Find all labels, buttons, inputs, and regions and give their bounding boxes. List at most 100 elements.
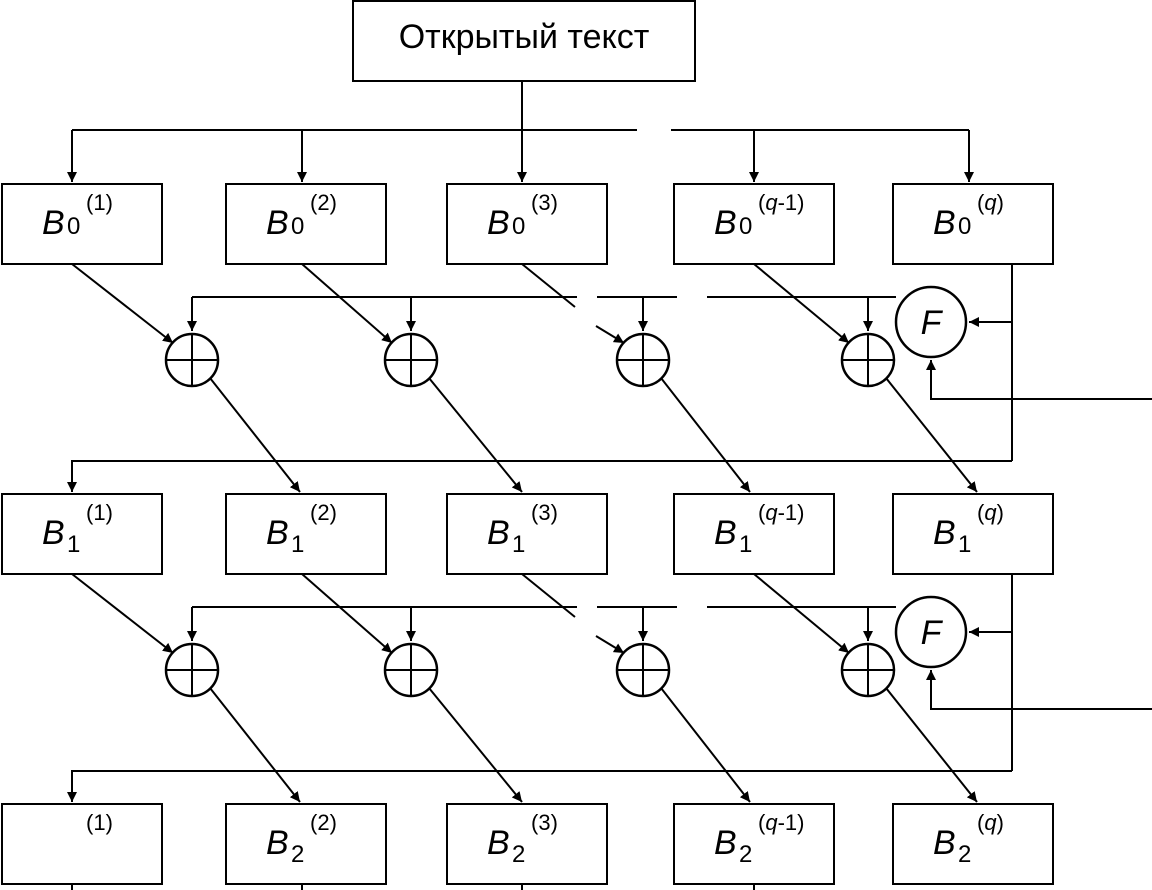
block-column-index: (q) [977,500,1004,525]
block-box [225,183,387,265]
block-column-index: (q) [977,810,1004,835]
diagonal-wire [521,263,576,308]
block-letter: B [933,824,956,862]
plaintext-label: Открытый текст [399,18,650,56]
block-column-index: (3) [531,190,558,215]
block-letter: B [266,514,289,552]
block-box [1,183,163,265]
block-round-index: 1 [67,531,80,558]
diagonal-wire [301,573,393,654]
f-function-label: F [921,614,944,652]
diagonal-wire [521,573,576,618]
block-box [892,803,1054,885]
block-letter: B [933,514,956,552]
block-column-index: (q) [977,190,1004,215]
xor-output-wire [660,687,751,803]
block-letter: B [42,204,65,242]
feedback-wire [67,770,1012,802]
block-round-index: 2 [739,841,752,868]
block-letter: B [714,514,737,552]
block-box [892,493,1054,575]
f-function-label: F [921,304,944,342]
block-letter: B [933,204,956,242]
block-column-index: (3) [531,810,558,835]
block-letter: B [42,514,65,552]
block-column-index: (q-1) [758,190,804,215]
block-letter: B [714,204,737,242]
f-function: F [894,595,968,669]
block-box [225,493,387,575]
block-box [446,183,608,265]
plaintext-bus [67,81,974,182]
block-round-index: 2 [512,841,525,868]
round-stage-2: F [67,573,1152,803]
block-column-index: (q-1) [758,500,804,525]
f-function-circle [894,595,968,669]
block-round-index: 0 [739,213,752,240]
block-column-index: (2) [310,500,337,525]
block-box [673,493,835,575]
block-box [1,493,163,575]
xor-node [840,642,896,698]
xor-output-wire [660,377,751,493]
block-column-index: (2) [310,190,337,215]
block-box [446,803,608,885]
xor-node [164,642,220,698]
block-box [673,803,835,885]
xor-node [164,332,220,388]
xor-output-wire [885,687,978,803]
block-box [673,183,835,265]
block-round-index: 0 [291,213,304,240]
f-function-circle [894,285,968,359]
feedback-wire [67,460,1012,492]
key-input-wire [926,360,1152,400]
xor-node [383,642,439,698]
block-column-index: (q-1) [758,810,804,835]
diagonal-wire [71,573,174,654]
block-round-index: 0 [512,213,525,240]
block-round-index: 1 [739,531,752,558]
block-letter: B [266,824,289,862]
block-r2-c1: (1) [1,803,163,885]
block-letter: B [266,204,289,242]
block-round-index: 1 [291,531,304,558]
xor-output-wire [885,377,978,493]
block-round-index: 0 [67,213,80,240]
block-round-index: 1 [958,531,971,558]
round-stage-1: F [67,263,1152,493]
block-letter: B [487,824,510,862]
block-column-index: (1) [86,500,113,525]
diagonal-wire [753,573,850,654]
block-column-index: (3) [531,500,558,525]
block-letter: B [714,824,737,862]
block-box [225,803,387,885]
xor-output-wire [209,687,301,803]
block-box [446,493,608,575]
xor-output-wire [428,687,523,803]
block-round-index: 1 [512,531,525,558]
xor-node [615,332,671,388]
xor-output-wire [428,377,523,493]
xor-node [383,332,439,388]
block-column-index: (1) [86,810,113,835]
diagonal-wire [595,325,625,344]
block-letter: B [487,204,510,242]
block-round-index: 2 [958,841,971,868]
diagonal-wire [301,263,393,344]
block-column-index: (1) [86,190,113,215]
round-stages: FF [67,263,1152,803]
block-round-index: 0 [958,213,971,240]
